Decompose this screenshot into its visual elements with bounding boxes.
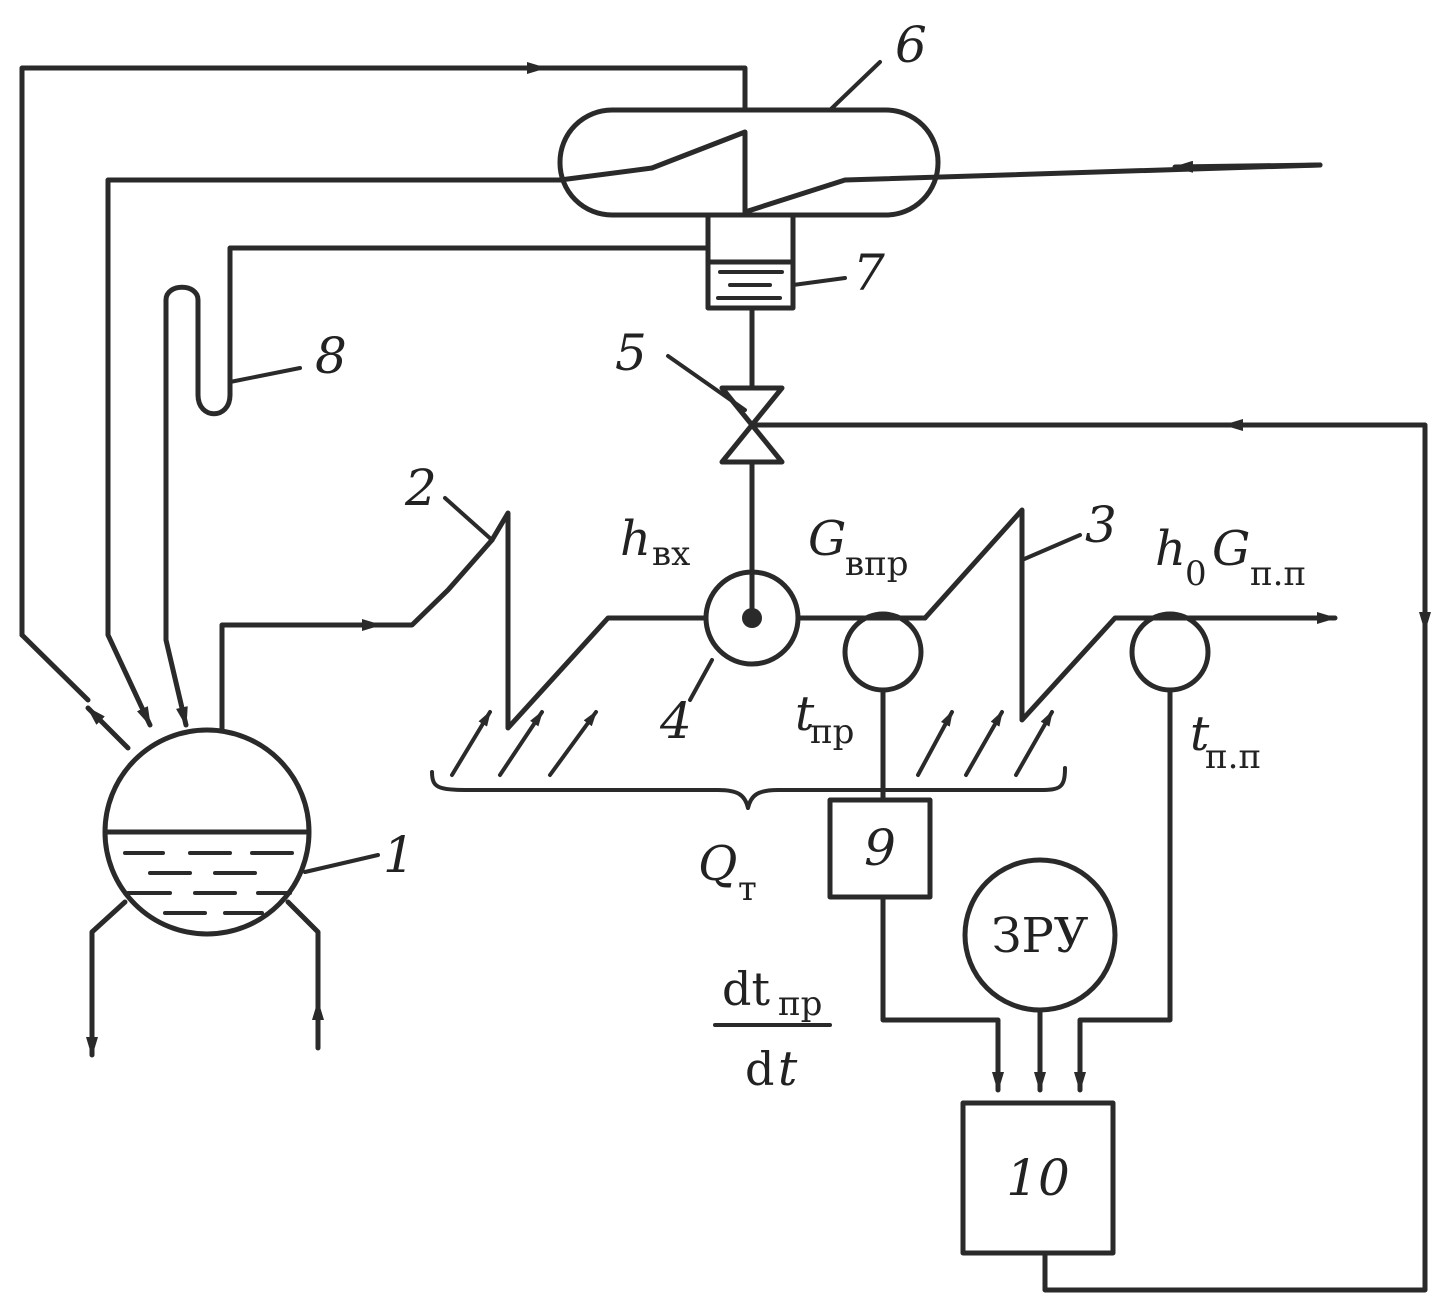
steam-out-pipe xyxy=(219,537,495,733)
svg-text:d: d xyxy=(745,1042,774,1096)
leader-1 xyxy=(303,853,380,874)
svg-text:t: t xyxy=(795,686,815,742)
svg-text:п.п: п.п xyxy=(1250,554,1306,594)
leader-8 xyxy=(228,366,302,384)
leader-6 xyxy=(828,60,882,112)
desuperheater-4 xyxy=(688,479,801,702)
control-feedback-line xyxy=(749,422,1428,1293)
heat-brace xyxy=(430,766,1067,810)
loop-8 xyxy=(163,284,233,728)
label-3: 3 xyxy=(1085,496,1117,554)
setpoint-zru xyxy=(962,857,1118,1093)
symbol-g-pp: G п.п xyxy=(1212,521,1306,594)
svg-text:0: 0 xyxy=(1185,554,1207,594)
return-steam-line xyxy=(19,65,748,638)
svg-text:h: h xyxy=(620,511,651,567)
heat-arrows-left xyxy=(450,710,598,777)
drum-water-dashes xyxy=(123,851,294,915)
svg-text:t: t xyxy=(778,1041,798,1097)
svg-text:вх: вх xyxy=(652,534,690,574)
svg-text:G: G xyxy=(808,511,846,567)
valve-5 xyxy=(666,305,785,485)
symbol-t-pp: t п.п xyxy=(1190,706,1261,777)
symbol-h0: h 0 xyxy=(1155,521,1207,594)
exchanger-6 xyxy=(557,60,1323,218)
leader-4 xyxy=(688,658,714,702)
svg-text:пр: пр xyxy=(778,984,822,1024)
symbol-h-in: h вх xyxy=(620,511,690,574)
condensate-line xyxy=(105,177,563,728)
sensor-t-pp xyxy=(1074,611,1211,1093)
drum-steam-up-arrow xyxy=(85,705,131,751)
label-4: 4 xyxy=(659,692,692,750)
leader-5 xyxy=(666,354,747,412)
label-6: 6 xyxy=(895,16,927,74)
symbol-derivative: dt пр d t xyxy=(722,962,822,1097)
svg-text:t: t xyxy=(1190,706,1210,762)
symbol-q-t: Q т xyxy=(698,836,757,909)
svg-text:dt: dt xyxy=(722,962,770,1016)
drum-feed-pipe xyxy=(285,899,321,1051)
svg-text:пр: пр xyxy=(810,712,854,752)
controller-10 xyxy=(749,419,1431,1293)
label-2: 2 xyxy=(404,459,437,517)
drum-outlet-down xyxy=(86,899,128,1058)
leader-2 xyxy=(443,496,494,542)
sensor-t-pr xyxy=(842,611,924,803)
heat-arrows-right xyxy=(916,710,1054,777)
block-9 xyxy=(827,797,1004,1093)
svg-text:G: G xyxy=(1212,521,1250,577)
leader-7 xyxy=(791,276,847,287)
symbol-g-inj: G впр xyxy=(808,511,909,584)
label-8: 8 xyxy=(315,327,347,385)
zru-label: ЗРУ xyxy=(992,908,1089,964)
svg-text:Q: Q xyxy=(698,836,737,892)
symbol-t-pr: t пр xyxy=(795,686,854,752)
label-7: 7 xyxy=(853,244,885,302)
label-10: 10 xyxy=(1006,1149,1070,1207)
coolant-in-arrow xyxy=(1172,160,1323,173)
svg-text:п.п: п.п xyxy=(1205,737,1261,777)
label-9: 9 xyxy=(864,819,896,877)
label-1: 1 xyxy=(383,826,415,884)
vessel-7 xyxy=(705,212,847,311)
svg-text:т: т xyxy=(738,869,757,909)
superheater-2 xyxy=(443,496,708,777)
label-5: 5 xyxy=(615,324,647,382)
svg-text:впр: впр xyxy=(845,544,909,584)
superheater-3 xyxy=(916,507,1328,777)
svg-text:h: h xyxy=(1155,521,1186,577)
leader-3 xyxy=(1020,533,1082,562)
vessel-line xyxy=(227,245,711,398)
drum-1 xyxy=(86,727,324,1058)
return-steam-line-end xyxy=(19,632,91,703)
